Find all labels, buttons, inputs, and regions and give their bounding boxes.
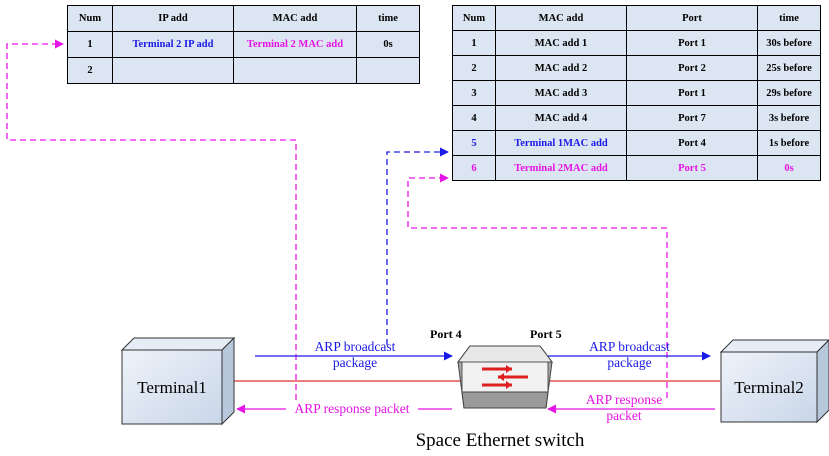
arp-broadcast-label-right: ARP broadcast package [572,339,687,371]
mac-cell: 5 [452,130,496,156]
arp-cell: Terminal 2 MAC add [233,31,357,58]
mac-cell: 6 [452,155,496,181]
switch-caption: Space Ethernet switch [415,430,585,451]
mac-cell: MAC add 1 [495,30,627,56]
port4-label: Port 4 [430,327,462,341]
arp-cell: 1 [67,31,113,58]
mac-cell: Port 2 [626,55,758,81]
port5-label: Port 5 [530,327,562,341]
mac-cell: Terminal 2MAC add [495,155,627,181]
arp-response-right-line1: ARP response [585,392,663,407]
arp-broadcast-right-line2: package [607,355,652,370]
table-row: 4 MAC add 4 Port 7 3s before [452,105,821,131]
terminal2-box: Terminal2 [719,339,829,424]
arp-cell: 0s [356,31,420,58]
mac-cell: Port 7 [626,105,758,131]
mac-col-time: time [757,5,821,31]
table-row: 2 MAC add 2 Port 2 25s before [452,55,821,81]
arp-broadcast-right-line1: ARP broadcast [589,339,670,354]
arp-cell [233,57,357,84]
mac-cell: Port 4 [626,130,758,156]
mac-learn-terminal1-path [386,147,449,345]
mac-cell: Port 1 [626,80,758,106]
mac-cell: 1s before [757,130,821,156]
terminal1-label: Terminal1 [137,378,207,397]
arp-col-mac: MAC add [233,5,357,32]
terminal1-box: Terminal1 [120,336,236,426]
mac-col-num: Num [452,5,496,31]
mac-cell: 0s [757,155,821,181]
mac-col-port: Port [626,5,758,31]
mac-cell: 3s before [757,105,821,131]
mac-cell: Port 5 [626,155,758,181]
terminal2-label: Terminal2 [734,378,804,397]
mac-cell: 2 [452,55,496,81]
arp-col-time: time [356,5,420,32]
mac-cell: 3 [452,80,496,106]
mac-cell: 1 [452,30,496,56]
table-row: 5 Terminal 1MAC add Port 4 1s before [452,130,821,156]
mac-table: Num MAC add Port time 1 MAC add 1 Port 1… [452,5,821,181]
arp-table-update-path [6,39,297,400]
mac-col-mac: MAC add [495,5,627,31]
ethernet-switch-icon [457,345,553,409]
table-row: 1 MAC add 1 Port 1 30s before [452,30,821,56]
table-row: 3 MAC add 3 Port 1 29s before [452,80,821,106]
mac-cell: MAC add 2 [495,55,627,81]
table-row: 2 [67,57,420,84]
arp-broadcast-left-line1: ARP broadcast [314,339,396,354]
arp-col-num: Num [67,5,113,32]
table-row: 6 Terminal 2MAC add Port 5 0s [452,155,821,181]
mac-learn-terminal2-path [407,173,668,398]
arp-cell [112,57,234,84]
arp-cell: Terminal 2 IP add [112,31,234,58]
mac-cell: Port 1 [626,30,758,56]
mac-cell: 25s before [757,55,821,81]
mac-cell: 4 [452,105,496,131]
arp-response-label-right: ARP response packet [572,392,676,424]
mac-table-header: Num MAC add Port time [452,5,821,31]
arp-table-header: Num IP add MAC add time [67,5,420,32]
mac-cell: MAC add 4 [495,105,627,131]
mac-cell: 30s before [757,30,821,56]
mac-cell: 29s before [757,80,821,106]
arp-response-label-left: ARP response packet [286,401,418,417]
arp-col-ip: IP add [112,5,234,32]
arp-broadcast-label-left: ARP broadcast package [300,339,410,371]
arp-cell [356,57,420,84]
arp-cell: 2 [67,57,113,84]
mac-cell: MAC add 3 [495,80,627,106]
mac-cell: Terminal 1MAC add [495,130,627,156]
arp-table: Num IP add MAC add time 1 Terminal 2 IP … [67,5,420,84]
table-row: 1 Terminal 2 IP add Terminal 2 MAC add 0… [67,31,420,58]
arp-response-right-line2: packet [606,408,642,423]
arp-broadcast-left-line2: package [332,355,378,370]
